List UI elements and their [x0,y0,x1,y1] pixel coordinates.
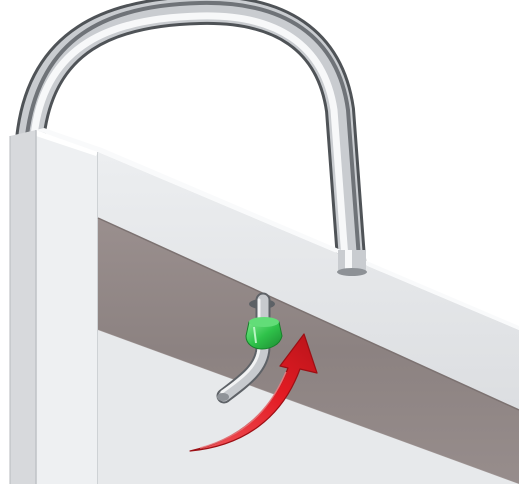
handle-lower-end [337,250,367,276]
left-frame-post [10,130,98,484]
green-fitting [246,317,282,349]
